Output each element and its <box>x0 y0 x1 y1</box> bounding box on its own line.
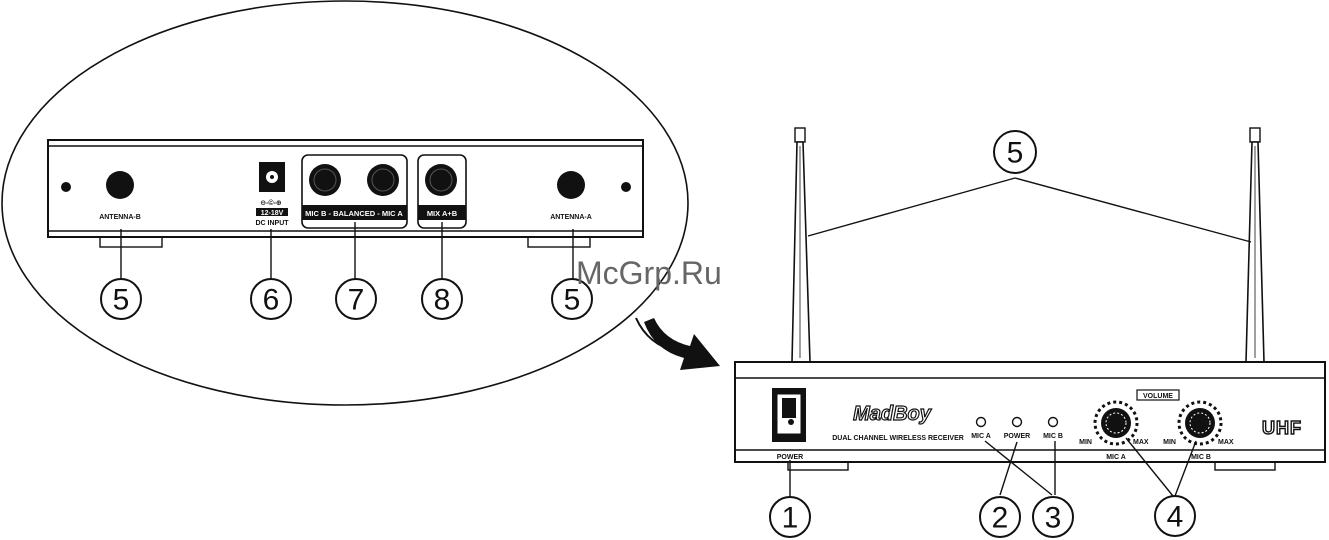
knob-b-max: MAX <box>1218 439 1234 446</box>
antenna-b-jack <box>106 171 134 199</box>
volume-label: VOLUME <box>1143 393 1173 400</box>
callout-1-power: 1 <box>770 497 810 537</box>
brand-logo: MadBoy <box>853 403 932 425</box>
mix-label: MIX A+B <box>427 209 458 218</box>
antenna-right <box>1246 128 1264 362</box>
antenna-a-jack <box>557 171 585 199</box>
knob-a-label: MIC A <box>1106 454 1126 461</box>
callout-7-balanced: 7 <box>336 279 376 319</box>
dc-polarity-symbol: ⊖-©-⊕ <box>260 199 282 207</box>
callout-2-power-led: 2 <box>980 497 1020 537</box>
svg-text:5: 5 <box>113 284 130 317</box>
svg-text:7: 7 <box>348 284 365 317</box>
balanced-label: MIC B - BALANCED - MIC A <box>305 209 403 218</box>
svg-text:5: 5 <box>1007 137 1024 170</box>
dc-input-label: DC INPUT <box>255 220 289 227</box>
screw-right <box>621 182 631 192</box>
screw-left <box>61 182 71 192</box>
callout-5-antennas: 5 <box>994 131 1036 173</box>
uhf-badge: UHF <box>1262 418 1302 438</box>
rear-panel: ANTENNA-B ANTENNA-A ⊖-©-⊕ 12-18V DC INPU… <box>48 140 643 247</box>
led-mic-a <box>977 418 986 427</box>
knob-a-max: MAX <box>1133 439 1149 446</box>
svg-text:4: 4 <box>1167 501 1184 534</box>
led-power-label: POWER <box>1004 433 1030 440</box>
svg-text:1: 1 <box>782 502 799 535</box>
svg-text:6: 6 <box>263 284 280 317</box>
knob-b-min: MIN <box>1163 439 1176 446</box>
led-power <box>1013 418 1022 427</box>
led-mic-b <box>1049 418 1058 427</box>
svg-text:3: 3 <box>1045 502 1062 535</box>
dc-rating: 12-18V <box>261 210 284 217</box>
led-mic-a-label: MIC A <box>971 433 991 440</box>
led-mic-b-label: MIC B <box>1043 433 1063 440</box>
callout-5-antenna-b: 5 <box>101 279 141 319</box>
antenna-b-label: ANTENNA-B <box>99 214 141 221</box>
knob-b-label: MIC B <box>1191 454 1211 461</box>
svg-text:8: 8 <box>434 284 451 317</box>
callout-8-mix: 8 <box>422 279 462 319</box>
front-panel: POWER MadBoy DUAL CHANNEL WIRELESS RECEI… <box>735 362 1325 470</box>
knob-a-min: MIN <box>1079 439 1092 446</box>
callout-4-volume: 4 <box>1155 496 1195 536</box>
svg-text:2: 2 <box>992 502 1009 535</box>
callout-3-mic-leds: 3 <box>1033 497 1073 537</box>
antenna-left <box>792 128 810 362</box>
zoom-arrow <box>636 318 720 370</box>
antenna-a-label: ANTENNA-A <box>550 214 592 221</box>
watermark: McGrp.Ru <box>576 255 722 291</box>
callout-6-dc: 6 <box>251 279 291 319</box>
power-switch-label: POWER <box>777 454 803 461</box>
receiver-subtitle: DUAL CHANNEL WIRELESS RECEIVER <box>832 435 964 442</box>
